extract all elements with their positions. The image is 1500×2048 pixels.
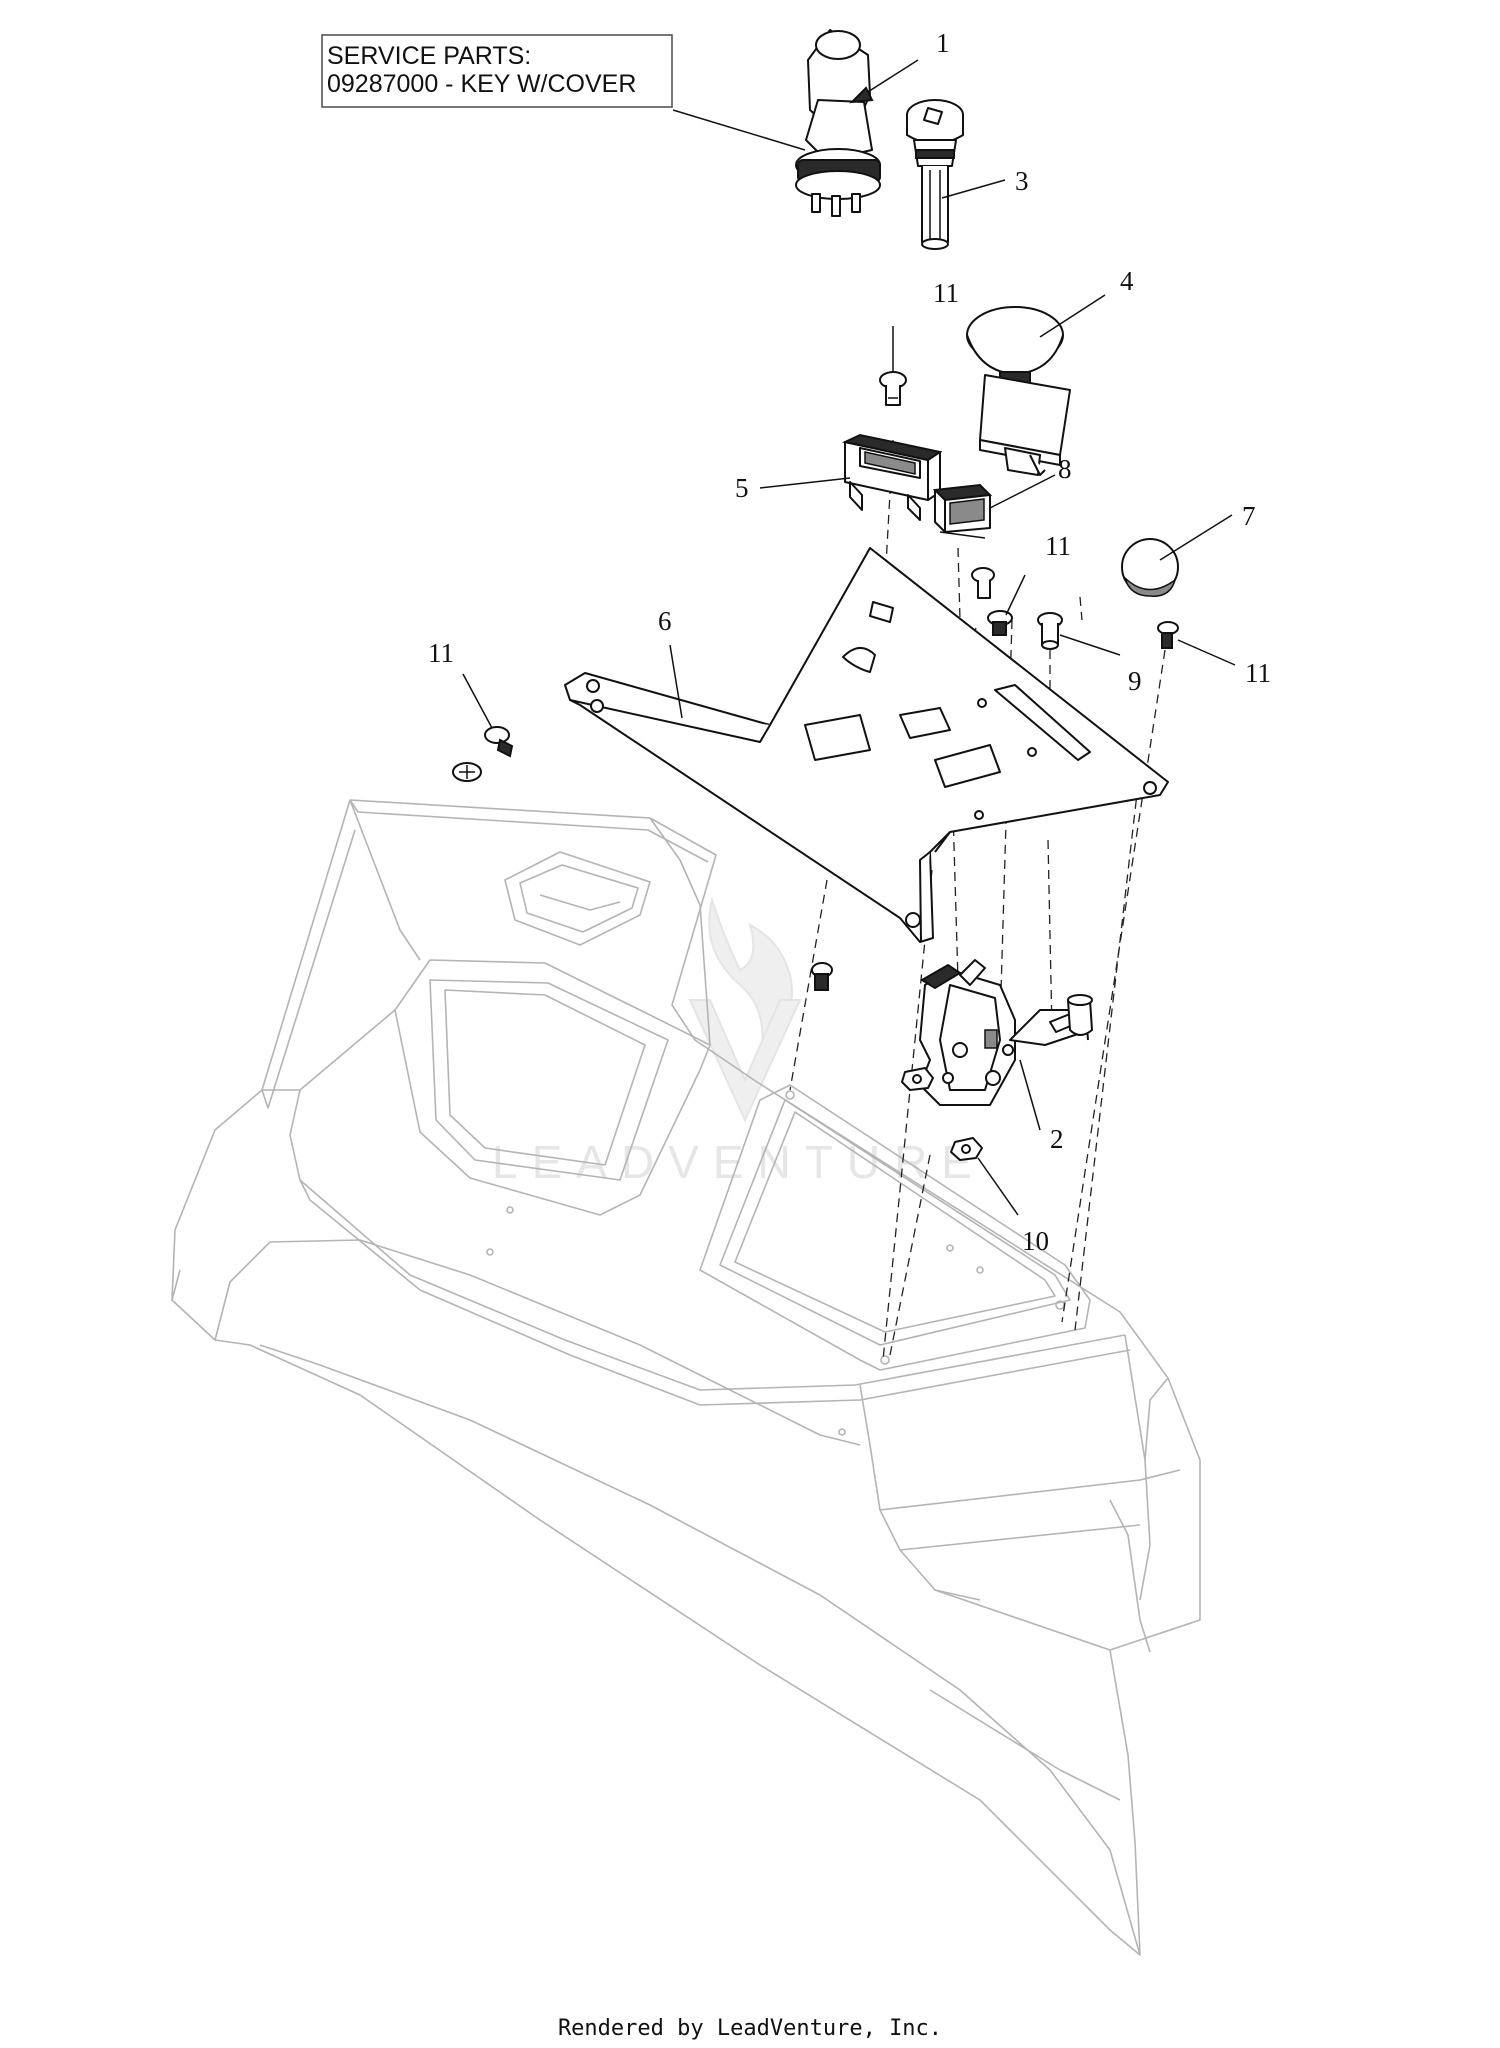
nut-part <box>901 1067 934 1091</box>
footer-credit: Rendered by LeadVenture, Inc. <box>558 2016 942 2041</box>
callout-4: 4 <box>1120 266 1134 296</box>
console-housing <box>171 799 1201 1956</box>
parking-brake-part <box>919 959 1093 1106</box>
callout-3: 3 <box>1015 166 1029 196</box>
watermark: LEADVENTURE <box>492 896 972 1188</box>
screw-part <box>1157 621 1179 649</box>
callout-numbers: 1 2 3 4 5 6 7 8 9 10 11 11 11 11 11 <box>428 28 1271 1256</box>
callout-5: 5 <box>735 473 749 503</box>
callout-2: 2 <box>1050 1124 1064 1154</box>
callout-8: 8 <box>1058 454 1072 484</box>
pin-part <box>1037 612 1063 650</box>
rocker-switch-part <box>841 433 943 521</box>
screws <box>452 371 1179 991</box>
service-parts-title: SERVICE PARTS: <box>327 42 531 70</box>
screw-part <box>971 567 995 599</box>
screw-part <box>879 371 907 406</box>
callout-1: 1 <box>936 28 950 58</box>
callout-10: 10 <box>1022 1226 1049 1256</box>
screw-part <box>484 726 514 758</box>
callout-7: 7 <box>1242 501 1256 531</box>
screw-part <box>987 610 1013 636</box>
callout-11-middle: 11 <box>1045 531 1071 561</box>
knob-part <box>1121 538 1179 597</box>
pto-switch-part <box>966 306 1071 476</box>
nut-part <box>950 1137 983 1161</box>
screw-part <box>811 962 833 991</box>
callout-6: 6 <box>658 606 672 636</box>
callout-11-top: 11 <box>933 278 959 308</box>
callout-11-left: 11 <box>428 638 454 668</box>
callout-11-right: 11 <box>1245 658 1271 688</box>
service-parts-box: SERVICE PARTS: 09287000 - KEY W/COVER <box>321 34 673 108</box>
service-parts-kit: 09287000 - KEY W/COVER <box>327 70 636 98</box>
indicator-switch-part <box>932 483 993 539</box>
leader-lines <box>462 59 1236 1216</box>
watermark-v-icon <box>688 999 802 1123</box>
mounting-bracket-part <box>564 547 1169 943</box>
nuts-part <box>901 1067 983 1161</box>
screw-part <box>452 762 482 782</box>
callout-9: 9 <box>1128 666 1142 696</box>
hour-meter-part <box>906 99 964 250</box>
ignition-switch-part <box>795 29 881 217</box>
